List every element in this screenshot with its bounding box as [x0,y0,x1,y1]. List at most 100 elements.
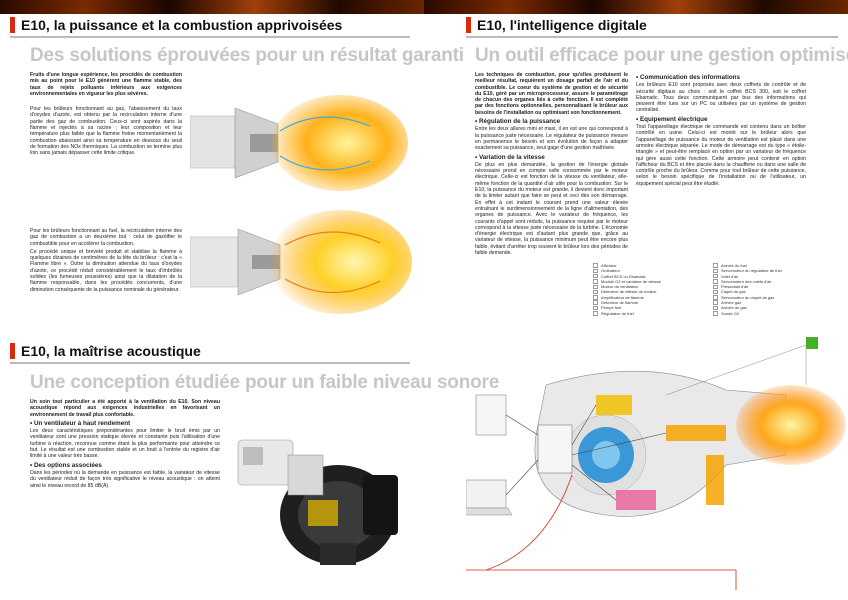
legend-item: Module O2 et variateur de vitesse [593,279,713,284]
section-title-combustion: E10, la puissance et la combustion appri… [10,17,342,33]
legend-label: Moteur du ventilateur [601,284,639,290]
legend-number-box [713,263,718,268]
electrical-heading: • Equipement électrique [636,115,708,123]
divider [466,36,838,38]
fan-heading: • Un ventilateur à haut rendement [30,419,131,427]
legend-number-box [593,268,598,274]
acoustic-text: Un soin tout particulier a été apporté à… [30,399,220,491]
legend-item: Servomoteur du clapet de gaz [713,295,833,300]
options-paragraph: Dans les périodes où la demande en puiss… [30,469,220,489]
legend-item: Volet d'air [713,274,833,279]
legend-number-box [593,263,598,268]
legend-number-box [593,300,598,305]
legend-item: Coffret BCS ou Ebamatic [593,274,713,279]
flame-banner-right [424,0,848,14]
subheading-solutions: Des solutions éprouvées pour un résultat… [30,45,464,66]
legend-label: Clapet de gaz [721,289,746,295]
legend-number-box [713,284,718,290]
legend-item: Arrivée gaz [713,300,833,305]
subheading-acoustic: Une conception étudiée pour un faible ni… [30,372,500,393]
accent-bar [10,17,15,33]
legend-item: Servomoteur du régulateur de fuel [713,268,833,273]
legend-number-box [593,295,598,300]
digital-intro: Les techniques de combustion, pour qu'el… [475,72,628,116]
digital-text-col2: • Communication des informations Les brû… [636,72,806,189]
options-heading: • Des options associées [30,461,102,469]
legend-label: Ordinateur [601,268,620,274]
legend-label: Volet d'air [721,273,739,279]
legend-number-box [713,311,718,316]
legend-number-box [593,279,598,284]
legend-item: Servomoteur des volets d'air [713,279,833,284]
legend-label: Pressostat d'air [721,284,749,290]
legend-number-box [713,289,718,295]
legend-label: Servomoteur du clapet de gaz [721,294,775,300]
acoustic-intro: Un soin tout particulier a été apporté à… [30,399,220,418]
fuel-paragraph-2: Ce procédé unique et breveté produit et … [30,248,182,293]
legend-label: Sonde O2 [721,310,740,316]
electrical-paragraph: Tout l'appareillage électrique de comman… [636,124,806,187]
legend-item: Arrivée du gaz [713,305,833,310]
fuel-text: Pour les brûleurs fonctionnant au fuel, … [30,228,182,295]
legend-item: Détecteur de vitesse du moteur [593,289,713,294]
legend-item: Régulateur de fuel [593,311,713,316]
legend-item: Amplificateur de flamme [593,295,713,300]
combustion-text: Fruits d'une longue expérience, les proc… [30,72,182,159]
communication-heading: • Communication des informations [636,74,741,81]
legend-number-box [593,305,598,311]
legend-number-box [713,305,718,311]
legend-number-box [713,300,718,305]
flame-banner-left [0,0,424,14]
legend-item: Afficheur [593,263,713,268]
communication-paragraph: Les brûleurs E10 sont proposés avec deux… [636,82,806,114]
subheading-digital: Un outil efficace pour une gestion optim… [475,45,848,66]
legend-item: Sonde O2 [713,311,833,316]
legend-number-box [593,311,598,316]
divider [10,362,410,364]
burner-product-image [237,439,398,565]
speed-variation-heading: • Variation de la vitesse [475,153,545,161]
legend-number-box [713,268,718,274]
legend-number-box [713,295,718,300]
legend-label: Arrivée du fuel [721,263,747,268]
legend-number-box [593,284,598,290]
legend-label: Afficheur [601,263,617,268]
legend-item: Ordinateur [593,268,713,273]
legend-label: Détecteur de vitesse du moteur [601,289,657,295]
regulation-heading: • Régulation de la puissance [475,118,561,126]
regulation-paragraph: Entre les deux allures mini et maxi, il … [475,126,628,152]
legend-label: Servomoteur du régulateur de fuel [721,268,782,274]
accent-bar [466,17,471,33]
legend-label: Coffret BCS ou Ebamatic [601,273,646,279]
divider [10,36,410,38]
legend-number-box [713,273,718,279]
legend-item: Moteur du ventilateur [593,284,713,289]
legend-number-box [713,279,718,284]
legend-label: Arrivée du gaz [721,305,747,311]
legend-item: Arrivée du fuel [713,263,833,268]
legend-label: Arrivée gaz [721,300,742,306]
legend-label: Pompe fuel [601,305,622,311]
legend-label: Servomoteur des volets d'air [721,278,772,284]
section-title-acoustic: E10, la maîtrise acoustique [10,343,201,359]
legend-number-box [593,289,598,295]
fan-paragraph: Les deux caractéristiques prépondérantes… [30,428,220,460]
legend-item: Pompe fuel [593,305,713,310]
intro-paragraph: Fruits d'une longue expérience, les proc… [30,72,182,97]
gas-burner-illustration [190,95,408,191]
legend-label: Module O2 et variateur de vitesse [601,278,661,284]
legend-label: Régulateur de fuel [601,310,634,316]
legend-label: Amplificateur de flamme [601,294,644,300]
speed-variation-paragraph: De plus en plus demandée, la gestion de … [475,161,628,257]
legend-item: Détecteur de flamme [593,300,713,305]
accent-bar [10,343,15,359]
section-title-digital: E10, l'intelligence digitale [466,17,647,33]
digital-text-col1: Les techniques de combustion, pour qu'el… [475,72,628,258]
fuel-paragraph-1: Pour les brûleurs fonctionnant au fuel, … [30,228,182,247]
gas-paragraph: Pour les brûleurs fonctionnant au gaz, l… [30,106,182,157]
legend-label: Détecteur de flamme [601,300,639,306]
legend-item: Pressostat d'air [713,284,833,289]
